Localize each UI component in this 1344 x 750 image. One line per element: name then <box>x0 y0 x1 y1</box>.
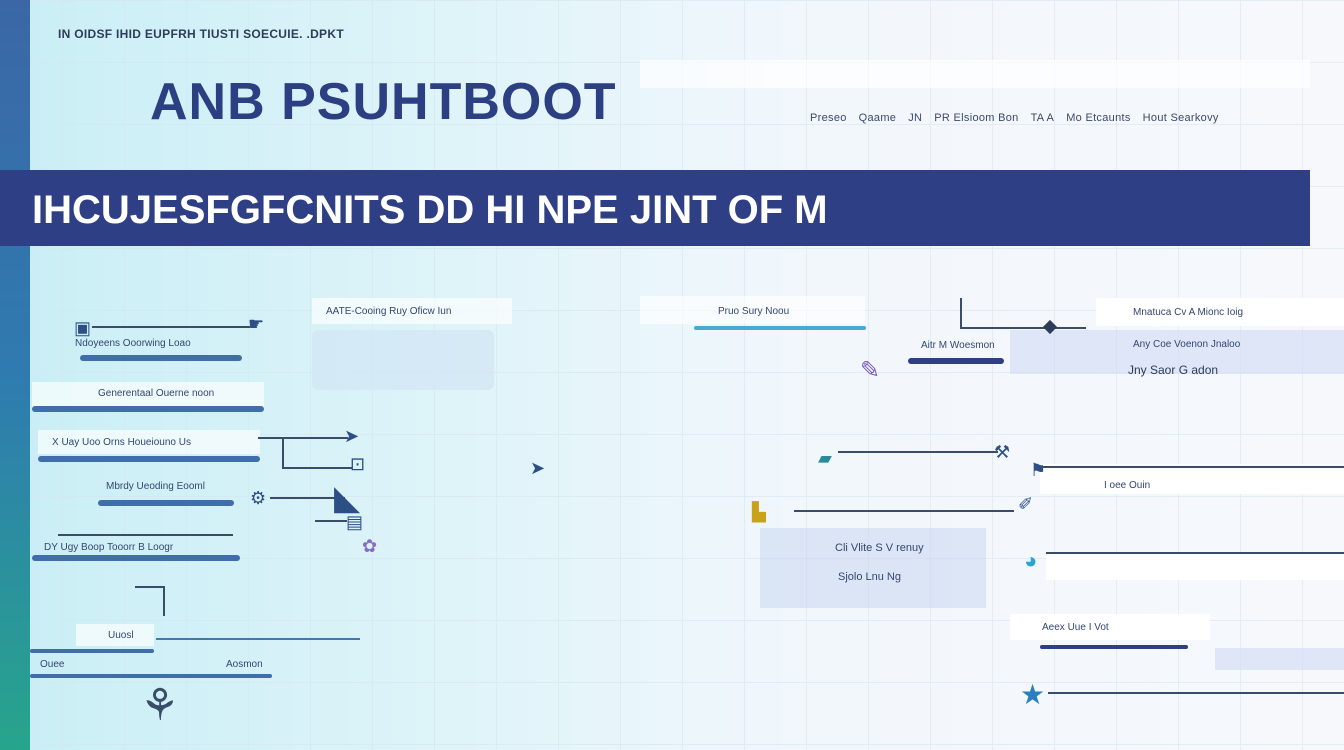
nav-item[interactable]: Hout Searkovy <box>1142 112 1219 124</box>
progress-bar <box>32 406 264 412</box>
list-item[interactable]: X Uay Uoo Orns Houeiouno Us <box>52 437 191 448</box>
connector-line <box>163 586 165 616</box>
briefcase-icon: ▙ <box>752 502 766 522</box>
list-item[interactable]: Generentaal Ouerne noon <box>98 388 215 399</box>
nav-item[interactable]: TA A <box>1030 112 1055 124</box>
list-item[interactable]: DY Ugy Boop Tooorr B Loogr <box>44 542 174 553</box>
tool-icon: ⚒ <box>994 442 1011 462</box>
shell-icon: ◕ <box>1024 548 1038 573</box>
progress-bar <box>1040 645 1188 649</box>
item-panel <box>76 624 154 646</box>
connector-line <box>58 534 233 536</box>
connector-line <box>282 467 352 469</box>
connector-line <box>1046 552 1344 554</box>
cursor-icon: ➤ <box>530 458 546 478</box>
progress-bar <box>98 500 234 506</box>
item-panel <box>640 296 865 324</box>
folder-icon: ▣ <box>74 318 92 338</box>
connector-line <box>282 437 284 469</box>
banner: IHCUJESFGFCNITS DD HI NPE JINT OF M <box>0 170 1310 246</box>
placeholder-card <box>312 330 494 390</box>
list-item[interactable]: Mbrdy Ueoding Eooml <box>106 481 205 492</box>
nav-item[interactable]: Qaame <box>858 112 897 124</box>
page-title: ANB PSUHTBOOT <box>150 73 617 131</box>
list-item[interactable]: Sjolo Lnu Ng <box>838 571 901 583</box>
quill-icon: ✎ <box>860 357 881 384</box>
progress-bar <box>32 555 240 561</box>
cup-icon: ⊡ <box>350 454 366 474</box>
connector-line <box>960 298 962 328</box>
connector-line <box>156 638 360 640</box>
item-panel <box>1046 552 1344 580</box>
connector-line <box>794 510 1014 512</box>
nav-item[interactable]: PR Elsioom Bon <box>934 112 1019 124</box>
connector-line <box>135 586 165 588</box>
progress-bar <box>38 456 260 462</box>
list-item[interactable]: Aeex Uue I Vot <box>1042 622 1109 633</box>
banner-text: IHCUJESFGFCNITS DD HI NPE JINT OF M <box>32 188 828 232</box>
star-icon: ★ <box>1020 679 1046 710</box>
top-nav: Preseo Qaame JN PR Elsioom Bon TA A Mo E… <box>810 112 1219 124</box>
list-item[interactable]: Mnatuca Cv A Mionc Ioig <box>1133 307 1244 318</box>
list-item[interactable]: Uuosl <box>108 630 134 641</box>
pen-icon: ✐ <box>1018 494 1034 514</box>
row-band <box>1215 648 1344 670</box>
arrow-icon: ➤ <box>344 426 360 446</box>
progress-bar <box>908 358 1004 364</box>
nav-item[interactable]: Mo Etcaunts <box>1066 112 1131 124</box>
connector-line <box>270 497 345 499</box>
header-kicker: IN OIDSF IHID EUPFRH TIUSTI SOECUIE. .DP… <box>58 27 344 41</box>
item-panel <box>32 382 264 408</box>
row-band <box>1010 330 1344 374</box>
plant-icon: ⚘ <box>140 681 180 730</box>
list-item[interactable]: Ndoyeens Ooorwing Loao <box>75 338 191 349</box>
sidebar-strip <box>0 0 30 750</box>
folder-icon: ▰ <box>818 448 832 468</box>
gear-icon: ⚙ <box>250 488 267 508</box>
item-panel <box>1040 464 1344 494</box>
item-panel <box>312 298 512 324</box>
list-item[interactable]: Aitr M Woesmon <box>921 340 995 351</box>
item-panel <box>1096 298 1344 326</box>
progress-bar <box>30 674 272 678</box>
connector-line <box>92 326 250 328</box>
list-item[interactable]: AATE-Cooing Ruy Oficw Iun <box>326 306 452 317</box>
header-field <box>640 60 1310 88</box>
item-panel <box>1010 614 1210 640</box>
progress-bar <box>80 355 242 361</box>
connector-line <box>1042 466 1344 468</box>
connector-line <box>838 451 998 453</box>
row-band <box>760 528 986 608</box>
connector-line <box>960 327 1086 329</box>
list-item[interactable]: Jny Saor G adon <box>1128 363 1219 377</box>
box-icon: ▤ <box>346 512 364 532</box>
connector-line <box>258 437 348 439</box>
progress-bar <box>30 649 154 653</box>
list-item[interactable]: Ouee <box>40 659 65 670</box>
hand-icon: ☛ <box>248 314 265 334</box>
list-item[interactable]: Aosmon <box>226 659 263 670</box>
list-item[interactable]: I oee Ouin <box>1104 480 1151 491</box>
list-item[interactable]: Any Coe Voenon Jnaloo <box>1133 339 1241 350</box>
bird-icon: ◣ <box>334 479 361 517</box>
list-item[interactable]: Pruo Sury Noou <box>718 306 790 317</box>
item-panel <box>38 430 260 454</box>
connector-line <box>315 520 347 522</box>
nav-item[interactable]: JN <box>908 112 923 124</box>
flag-icon: ⚑ <box>1030 460 1047 480</box>
nav-item[interactable]: Preseo <box>810 112 847 124</box>
connector-line <box>1048 692 1344 694</box>
progress-bar <box>694 326 866 330</box>
flower-icon: ✿ <box>362 536 378 556</box>
list-item[interactable]: Cli Vlite S V renuy <box>835 542 924 554</box>
